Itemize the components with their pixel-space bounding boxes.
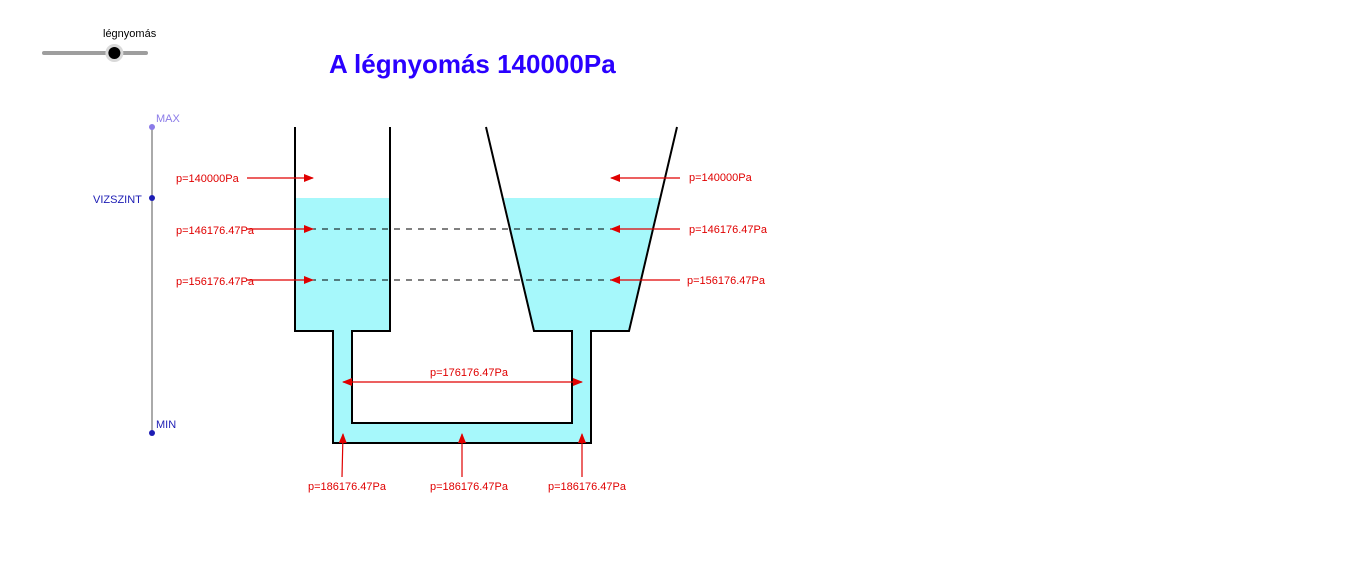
- pressure-left-mid: p=146176.47Pa: [176, 225, 255, 237]
- pressure-bottom-mid: p=186176.47Pa: [430, 481, 509, 493]
- pressure-right-low: p=156176.47Pa: [687, 275, 766, 287]
- arrow-bottom-left: [338, 433, 347, 478]
- level-point[interactable]: [149, 195, 155, 201]
- vessel-inner-wall: [351, 126, 573, 424]
- max-point[interactable]: [149, 124, 155, 130]
- pressure-arrows: [247, 174, 680, 478]
- pressure-bottom-left: p=186176.47Pa: [308, 481, 387, 493]
- pressure-labels: p=140000Pa p=146176.47Pa p=156176.47Pa p…: [176, 172, 768, 493]
- water: [295, 198, 660, 443]
- pressure-tube: p=176176.47Pa: [430, 367, 509, 379]
- slider-label: légnyomás: [103, 28, 157, 40]
- pressure-left-low: p=156176.47Pa: [176, 276, 255, 288]
- level-label: VIZSZINT: [93, 194, 142, 206]
- pressure-left-surface: p=140000Pa: [176, 173, 240, 185]
- left-column-water: [295, 198, 660, 443]
- slider-knob[interactable]: [108, 47, 121, 59]
- pressure-right-surface: p=140000Pa: [689, 172, 753, 184]
- air-pressure-slider[interactable]: légnyomás: [42, 28, 157, 62]
- diagram-title: A légnyomás 140000Pa: [329, 49, 616, 79]
- pressure-right-mid: p=146176.47Pa: [689, 224, 768, 236]
- min-point[interactable]: [149, 430, 155, 436]
- level-axis: MAX VIZSZINT MIN: [93, 113, 181, 436]
- max-label: MAX: [156, 113, 181, 125]
- pressure-bottom-right: p=186176.47Pa: [548, 481, 627, 493]
- min-label: MIN: [156, 419, 176, 431]
